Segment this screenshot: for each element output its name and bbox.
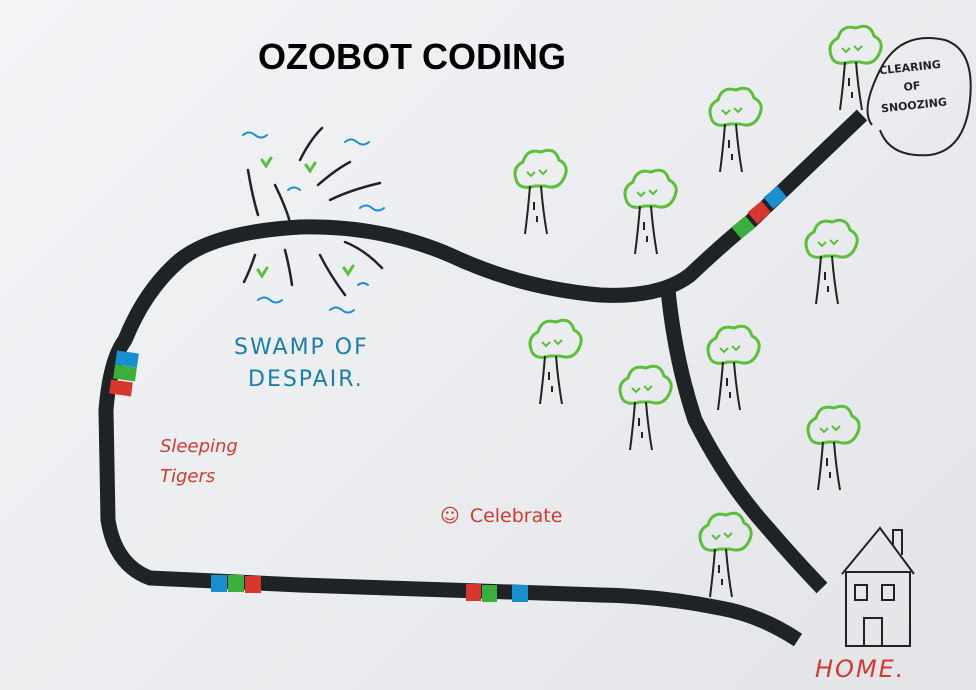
tree-icon xyxy=(528,318,583,405)
tree-icon xyxy=(706,324,761,411)
swamp-line: SWAMP OF xyxy=(234,335,369,360)
celebrate-label: ☺ Celebrate xyxy=(440,505,562,527)
speech-bubble xyxy=(866,37,972,157)
code-green xyxy=(228,575,244,592)
home-label: HOME. xyxy=(815,655,906,683)
tree-icon xyxy=(623,168,678,255)
tigers-line: Tigers xyxy=(160,466,216,487)
home-icon xyxy=(841,526,915,647)
tree-icon xyxy=(828,24,883,111)
code-red xyxy=(109,379,133,397)
tree-icon xyxy=(618,364,673,451)
trees xyxy=(513,24,883,598)
swamp-icon xyxy=(242,126,385,314)
swamp-line: DESPAIR. xyxy=(248,367,364,392)
celebrate-text: Celebrate xyxy=(469,505,563,527)
ozobot-track xyxy=(98,109,868,647)
smiley-icon: ☺ xyxy=(440,505,460,527)
code-blue xyxy=(115,350,139,368)
swamp-label: SWAMP OF DESPAIR. xyxy=(234,332,369,396)
clearing-label: CLEARING OF SNOOZING xyxy=(869,54,955,119)
code-blue xyxy=(211,575,227,592)
page-title: OZOBOT CODING xyxy=(258,36,566,77)
code-red xyxy=(466,584,481,601)
code-green xyxy=(113,364,137,382)
tree-icon xyxy=(806,404,861,491)
tree-icon xyxy=(513,148,568,235)
tigers-label: Sleeping Tigers xyxy=(160,432,238,492)
tree-icon xyxy=(804,218,859,305)
code-blue xyxy=(763,185,788,209)
code-green xyxy=(731,215,756,239)
tree-icon xyxy=(698,511,753,598)
tigers-line: Sleeping xyxy=(160,436,238,457)
code-red xyxy=(245,576,261,593)
code-green xyxy=(482,585,497,602)
tree-icon xyxy=(708,86,763,173)
code-blue xyxy=(512,585,528,602)
code-red xyxy=(747,200,772,224)
color-codes xyxy=(109,185,788,602)
